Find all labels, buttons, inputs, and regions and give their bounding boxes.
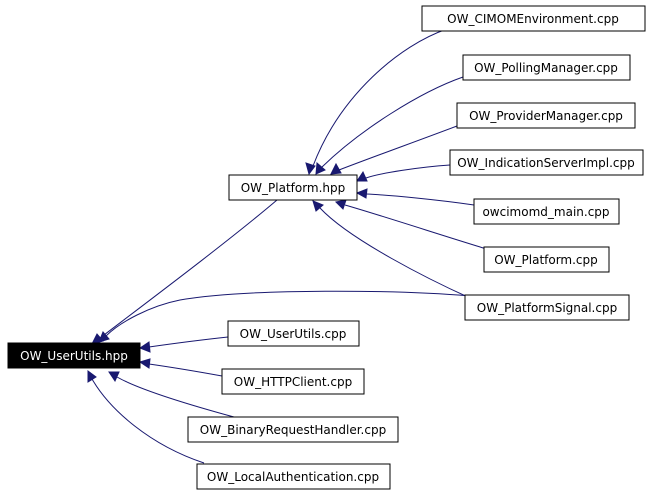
node-userutils-hpp[interactable]: OW_UserUtils.hpp: [7, 342, 141, 369]
edge-platform-signal-to-platform-hpp: [312, 200, 471, 299]
node-local-auth[interactable]: OW_LocalAuthentication.cpp: [196, 463, 391, 490]
edge-local-auth-to-userutils-hpp: [87, 370, 205, 464]
node-polling-mgr[interactable]: OW_PollingManager.cpp: [462, 54, 631, 81]
node-label-local-auth: OW_LocalAuthentication.cpp: [207, 470, 379, 484]
node-httpclient[interactable]: OW_HTTPClient.cpp: [221, 368, 365, 395]
edge-owcimomd-main-to-platform-hpp: [355, 188, 475, 206]
node-indication-srv[interactable]: OW_IndicationServerImpl.cpp: [449, 149, 644, 176]
node-label-platform-signal: OW_PlatformSignal.cpp: [477, 301, 617, 315]
node-label-cimom-env: OW_CIMOMEnvironment.cpp: [447, 12, 619, 26]
node-platform-cpp[interactable]: OW_Platform.cpp: [483, 246, 610, 273]
edge-platform-cpp-to-platform-hpp: [334, 199, 491, 251]
edge-cimom-env-to-platform-hpp: [305, 28, 448, 176]
edge-userutils-cpp-to-userutils-hpp: [138, 336, 229, 353]
node-label-indication-srv: OW_IndicationServerImpl.cpp: [457, 156, 635, 170]
node-label-provider-mgr: OW_ProviderManager.cpp: [469, 109, 623, 123]
edge-polling-mgr-to-platform-hpp: [315, 76, 464, 175]
node-label-owcimomd-main: owcimomd_main.cpp: [482, 205, 609, 219]
node-platform-signal[interactable]: OW_PlatformSignal.cpp: [464, 294, 630, 321]
node-binary-handler[interactable]: OW_BinaryRequestHandler.cpp: [187, 416, 399, 443]
node-userutils-cpp[interactable]: OW_UserUtils.cpp: [227, 320, 360, 347]
edge-indication-srv-to-platform-hpp: [356, 164, 451, 182]
node-label-platform-cpp: OW_Platform.cpp: [494, 253, 598, 267]
node-label-userutils-hpp: OW_UserUtils.hpp: [20, 349, 128, 363]
node-label-httpclient: OW_HTTPClient.cpp: [234, 375, 352, 389]
node-provider-mgr[interactable]: OW_ProviderManager.cpp: [456, 102, 636, 129]
node-label-polling-mgr: OW_PollingManager.cpp: [474, 61, 618, 75]
node-label-binary-handler: OW_BinaryRequestHandler.cpp: [200, 423, 386, 437]
edge-httpclient-to-userutils-hpp: [138, 358, 223, 377]
edge-binary-handler-to-userutils-hpp: [108, 371, 235, 418]
graph-nodes: OW_UserUtils.hpp OW_Platform.hpp OW_CIMO…: [7, 5, 646, 490]
edge-provider-mgr-to-platform-hpp: [330, 125, 458, 175]
node-cimom-env[interactable]: OW_CIMOMEnvironment.cpp: [421, 5, 646, 32]
graph-edges: [87, 28, 491, 464]
node-platform-hpp[interactable]: OW_Platform.hpp: [228, 174, 358, 201]
node-owcimomd-main[interactable]: owcimomd_main.cpp: [473, 198, 620, 225]
node-label-userutils-cpp: OW_UserUtils.cpp: [240, 327, 347, 341]
node-label-platform-hpp: OW_Platform.hpp: [241, 181, 346, 195]
edge-platform-signal-to-userutils-hpp: [98, 290, 471, 343]
